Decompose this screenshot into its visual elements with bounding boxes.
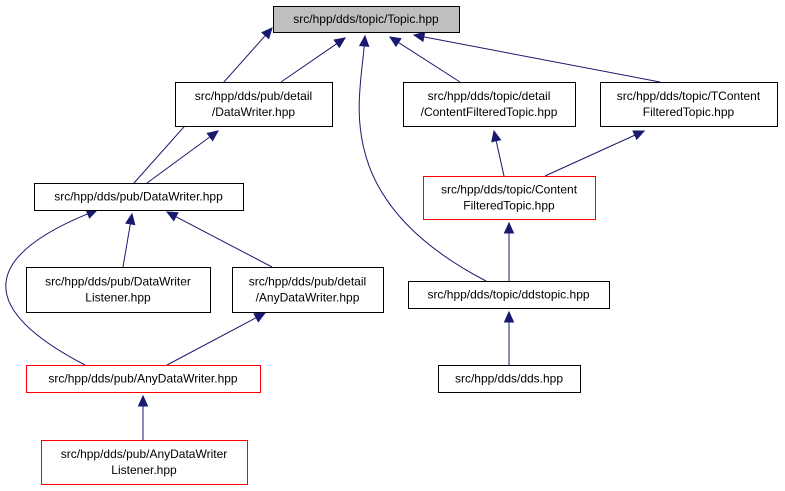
node-box [408,281,610,309]
node-label: FilteredTopic.hpp [463,199,555,213]
nodes-layer: src/hpp/dds/topic/Topic.hpp src/hpp/dds/p… [26,6,778,485]
edge-line [423,36,661,83]
node-detail_datawriter[interactable]: src/hpp/dds/pub/detail/DataWriter.hpp [175,82,333,127]
node-label: src/hpp/dds/pub/AnyDataWriter.hpp [48,372,238,386]
edge-arrowhead [253,312,267,323]
node-ddstopic[interactable]: src/hpp/dds/topic/ddstopic.hpp [408,281,610,309]
edges-layer [5,27,661,440]
edge-arrowhead [388,36,402,48]
edge-line [358,45,487,282]
node-box [438,365,581,393]
node-label: src/hpp/dds/dds.hpp [455,372,563,386]
node-label: src/hpp/dds/topic/Content [441,183,578,197]
node-box [423,176,596,220]
edge-line [5,213,88,366]
edge-anydwlistener-to-anydw [137,394,149,440]
edge-datawriter-to-detail_datawriter [146,130,219,184]
node-box [600,82,778,127]
node-label: Listener.hpp [85,291,151,305]
edge-line [398,41,461,83]
node-label: src/hpp/dds/pub/AnyDataWriter [61,447,228,461]
node-label: /ContentFilteredTopic.hpp [421,105,558,119]
edge-ddstopic-to-topic [358,34,487,282]
edge-arrowhead [412,31,426,43]
edge-line [175,216,273,268]
node-tcft[interactable]: src/hpp/dds/topic/TContentFilteredTopic.… [600,82,778,127]
node-box [175,82,333,127]
node-label: src/hpp/dds/pub/detail [195,89,312,103]
node-label: src/hpp/dds/pub/detail [249,275,366,289]
edge-arrowhead [333,37,347,49]
node-detail_anydw[interactable]: src/hpp/dds/pub/detail/AnyDataWriter.hpp [232,267,384,313]
node-label: src/hpp/dds/topic/ddstopic.hpp [427,288,589,302]
edge-arrowhead [632,130,646,141]
node-label: src/hpp/dds/pub/DataWriter [45,275,191,289]
node-anydwlistener[interactable]: src/hpp/dds/pub/AnyDataWriterListener.hp… [41,440,248,485]
edge-line [280,43,338,83]
edge-cft-to-detail_cft [491,129,505,177]
node-topic[interactable]: src/hpp/dds/topic/Topic.hpp [273,6,460,33]
node-box [273,6,460,33]
node-label: src/hpp/dds/topic/detail [428,89,551,103]
node-box [232,267,384,313]
edge-ddstopic-to-cft [503,221,515,281]
edge-cft-to-tcft [544,130,646,177]
edge-arrowhead [503,310,515,323]
edge-dds-to-ddstopic [503,310,515,365]
edge-line [146,136,211,184]
edge-tcft-to-topic [412,31,661,83]
edge-anydw-to-detail_anydw [166,312,267,366]
edge-dwlistener-to-datawriter [122,212,136,268]
node-detail_cft[interactable]: src/hpp/dds/topic/detail/ContentFiltered… [403,82,576,127]
node-cft[interactable]: src/hpp/dds/topic/ContentFilteredTopic.h… [423,176,596,220]
edge-detail_cft-to-topic [388,36,461,83]
edge-arrowhead [137,394,149,407]
edge-arrowhead [491,129,502,143]
edge-line [166,317,257,366]
edge-line [495,140,505,177]
node-box [403,82,576,127]
node-label: /DataWriter.hpp [212,105,295,119]
edge-arrowhead [165,211,179,222]
edge-detail_datawriter-to-topic [280,37,347,83]
edge-anydw-to-datawriter [5,209,99,366]
edge-arrowhead [261,27,273,40]
edge-arrowhead [358,34,370,47]
edge-arrowhead [125,212,136,226]
edge-line [122,223,131,268]
node-label: src/hpp/dds/topic/TContent [617,89,761,103]
edge-arrowhead [503,221,515,234]
node-label: Listener.hpp [111,463,177,477]
node-dds[interactable]: src/hpp/dds/dds.hpp [438,365,581,393]
edge-detail_anydw-to-datawriter [165,211,273,268]
edge-arrowhead [206,130,219,142]
node-anydw[interactable]: src/hpp/dds/pub/AnyDataWriter.hpp [26,365,261,393]
node-box [26,365,261,393]
node-label: FilteredTopic.hpp [643,105,735,119]
node-label: src/hpp/dds/topic/Topic.hpp [293,12,439,26]
node-box [41,440,248,485]
node-box [34,183,244,211]
node-box [26,267,211,313]
edge-line [544,134,636,177]
node-label: /AnyDataWriter.hpp [256,291,360,305]
node-label: src/hpp/dds/pub/DataWriter.hpp [54,190,223,204]
node-datawriter[interactable]: src/hpp/dds/pub/DataWriter.hpp [34,183,244,211]
